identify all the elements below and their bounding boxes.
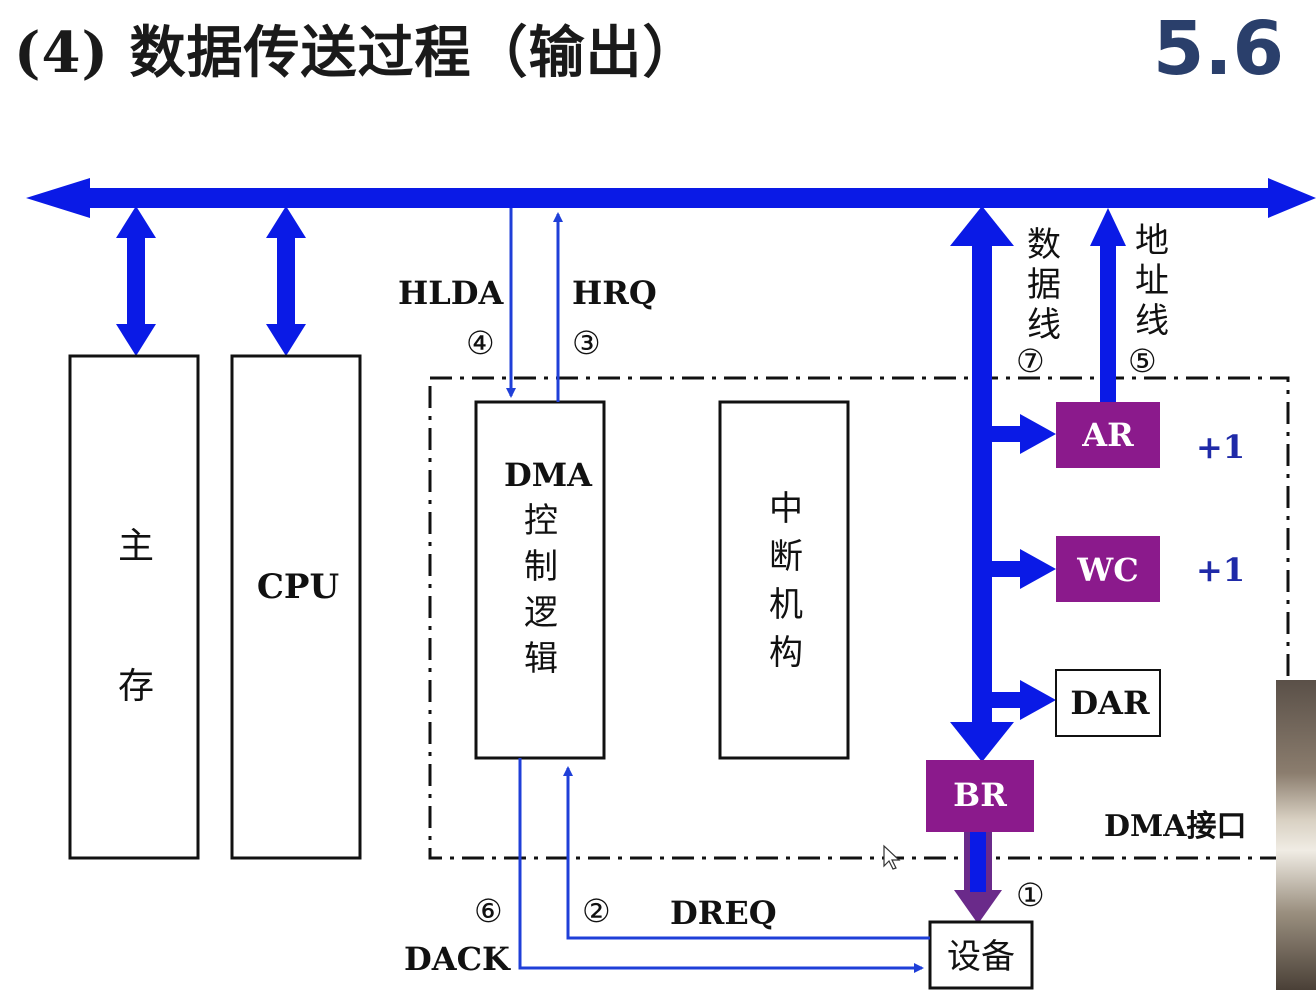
main-memory-label-2: 存 <box>118 666 154 707</box>
interrupt-box <box>718 400 850 760</box>
dreq-line <box>563 766 930 940</box>
branch-to-ar <box>990 414 1056 454</box>
presenter-video-thumbnail <box>1276 680 1316 990</box>
ar-label: AR <box>1081 416 1134 454</box>
dma-control-text: 控制逻辑 <box>524 501 558 679</box>
memory-bus-arrow <box>116 206 156 356</box>
system-bus <box>26 178 1316 218</box>
dma-interface-boundary <box>428 376 1290 860</box>
br-register <box>926 760 1034 832</box>
cpu-label: CPU <box>257 567 339 607</box>
mouse-cursor-icon <box>883 844 901 870</box>
interrupt-text: 中断机构 <box>769 489 803 673</box>
slide-title: (4) 数据传送过程（输出） <box>14 20 700 86</box>
br-label: BR <box>953 776 1007 814</box>
step-2: ② <box>582 892 611 930</box>
dar-register <box>1055 669 1161 737</box>
hrq-label: HRQ <box>572 274 657 312</box>
section-number: 5.6 <box>1152 6 1284 92</box>
step-1: ① <box>1016 876 1045 914</box>
dma-control-title: DMA <box>504 456 593 494</box>
device-label: 设备 <box>947 937 1015 977</box>
ar-register <box>1056 402 1160 468</box>
main-memory-label-1: 主 <box>118 526 154 567</box>
device-box <box>928 920 1034 990</box>
address-line-label: 地址线 <box>1135 221 1169 341</box>
hlda-label: HLDA <box>398 274 504 312</box>
data-line-bus <box>950 206 1014 762</box>
cpu-box <box>230 354 362 860</box>
cpu-bus-arrow <box>266 206 306 356</box>
dar-label: DAR <box>1070 684 1150 722</box>
address-line-arrow <box>1090 208 1126 404</box>
dreq-label: DREQ <box>670 894 777 932</box>
main-memory-box <box>68 354 200 860</box>
branch-to-dar <box>990 680 1056 720</box>
ar-increment: +1 <box>1196 428 1245 466</box>
dma-control-box <box>474 400 606 760</box>
step-6: ⑥ <box>474 892 503 930</box>
wc-register <box>1056 536 1160 602</box>
br-to-device-arrow <box>954 832 1002 924</box>
wc-label: WC <box>1076 551 1138 589</box>
step-7: ⑦ <box>1016 342 1045 380</box>
dack-label: DACK <box>404 940 511 978</box>
step-4: ④ <box>466 324 495 362</box>
dack-line <box>518 758 924 973</box>
branch-to-wc <box>990 549 1056 589</box>
step-3: ③ <box>572 324 601 362</box>
wc-increment: +1 <box>1196 551 1245 589</box>
dma-interface-label: DMA接口 <box>1104 809 1247 844</box>
step-5: ⑤ <box>1128 342 1157 380</box>
data-line-label: 数据线 <box>1027 225 1061 345</box>
